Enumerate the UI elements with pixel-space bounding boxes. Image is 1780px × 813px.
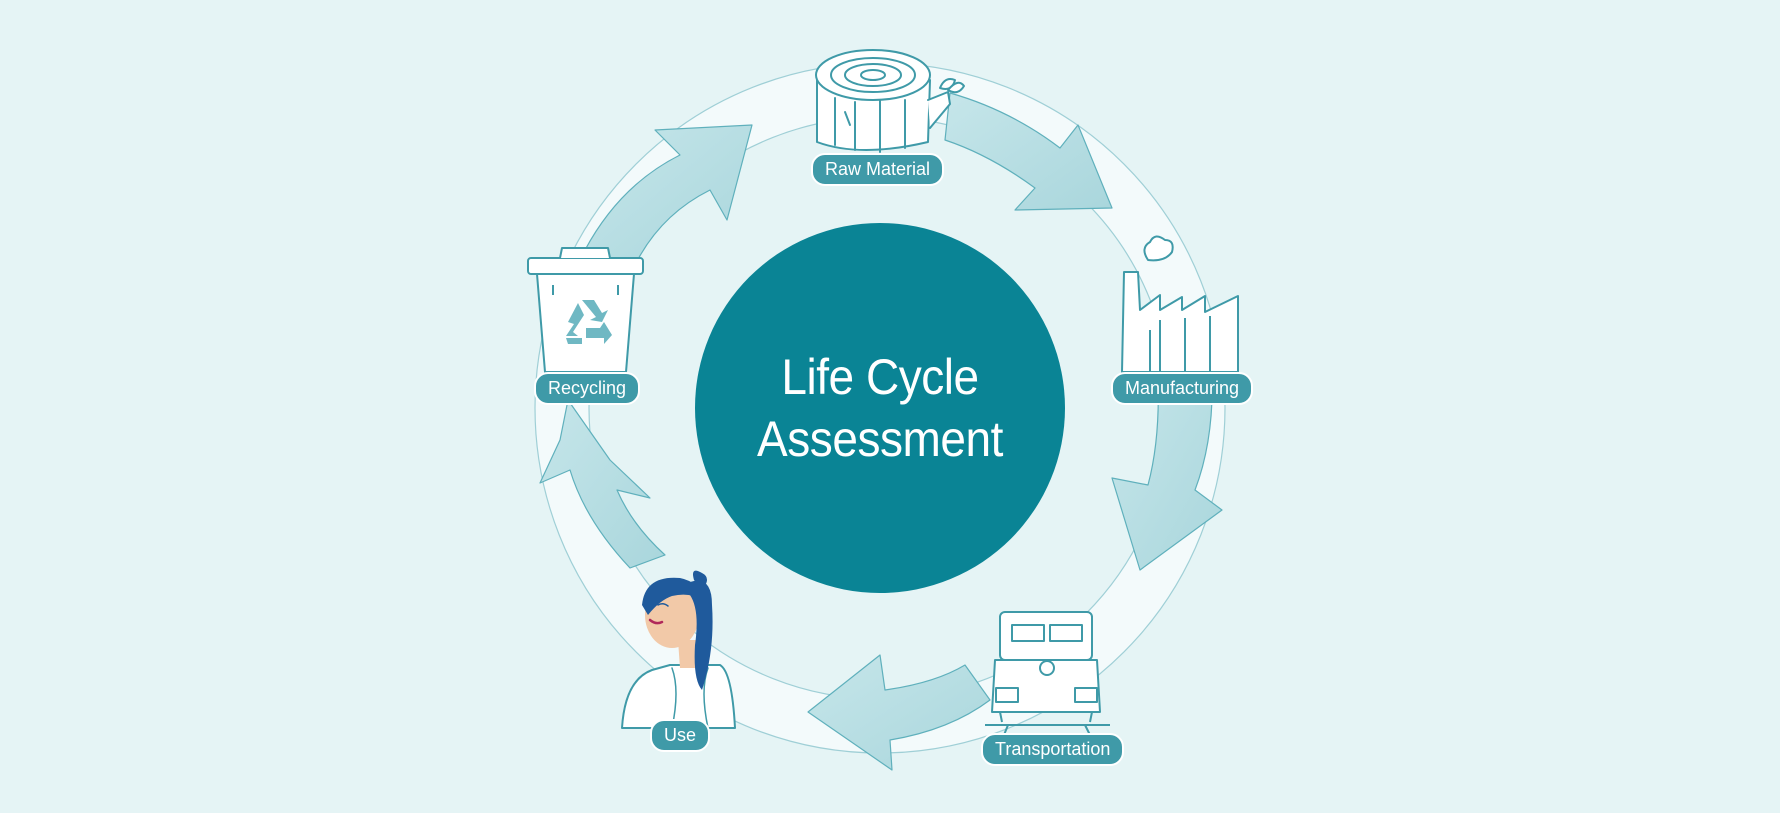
arrow-recycling-to-raw <box>584 124 753 266</box>
tree-stump-icon <box>815 49 965 153</box>
stage-label-use: Use <box>650 719 711 752</box>
arrow-manufacturing-to-transportation <box>1111 374 1223 571</box>
recycling-bin-icon <box>527 247 644 373</box>
stage-label-transportation: Transportation <box>981 733 1125 766</box>
train-icon <box>985 611 1110 736</box>
stage-label-manufacturing: Manufacturing <box>1111 372 1254 405</box>
person-icon <box>621 570 736 729</box>
recycle-symbol-icon <box>566 300 612 344</box>
center-title-line1: Life Cycle <box>781 348 979 405</box>
center-title: Life Cycle Assessment <box>710 223 1050 593</box>
factory-icon <box>1121 235 1239 373</box>
stage-label-recycling: Recycling <box>534 372 641 405</box>
cycle-arrows <box>539 92 1223 771</box>
center-title-line2: Assessment <box>757 411 1003 467</box>
center-circle <box>695 223 1065 593</box>
arrow-transportation-to-use <box>807 654 991 771</box>
arrow-raw-to-manufacturing <box>944 92 1113 211</box>
stage-label-raw-material: Raw Material <box>811 153 945 186</box>
